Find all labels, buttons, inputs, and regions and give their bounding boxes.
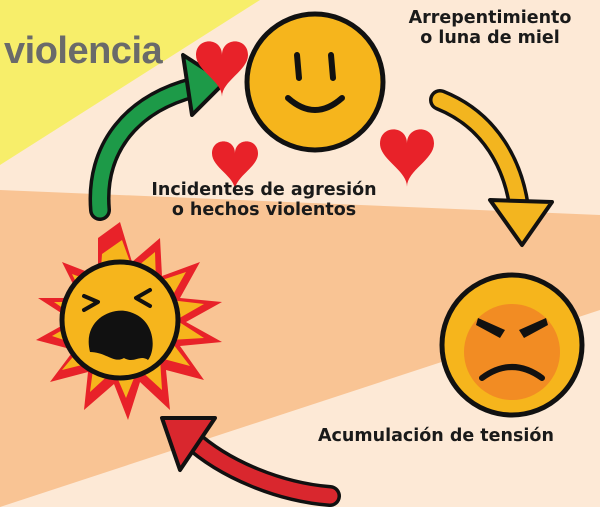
stage-label-line: Arrepentimiento [408,8,572,28]
stage-label-repentance: Arrepentimiento o luna de miel [392,8,588,48]
page-title: violencia [4,30,163,72]
heart-icon [212,141,258,191]
heart-icon [380,129,434,187]
corner-highlight [0,0,260,165]
stage-label-line: o luna de miel [420,28,560,49]
stage-label-line: Acumulación de tensión [318,426,554,446]
stage-label-tension: Acumulación de tensión [318,426,600,446]
cycle-arrow-icon [429,89,554,247]
stage-label-line: o hechos violentos [171,200,357,221]
angry-face-icon [439,272,585,418]
stage-label-line: Incidentes de agresión [151,180,377,200]
heart-icon [196,41,248,97]
stage-label-incidents: Incidentes de agresión o hechos violento… [140,180,388,220]
crying-face-icon [36,222,222,420]
cycle-arrow-icon [160,416,341,507]
happy-face-icon [244,11,386,153]
